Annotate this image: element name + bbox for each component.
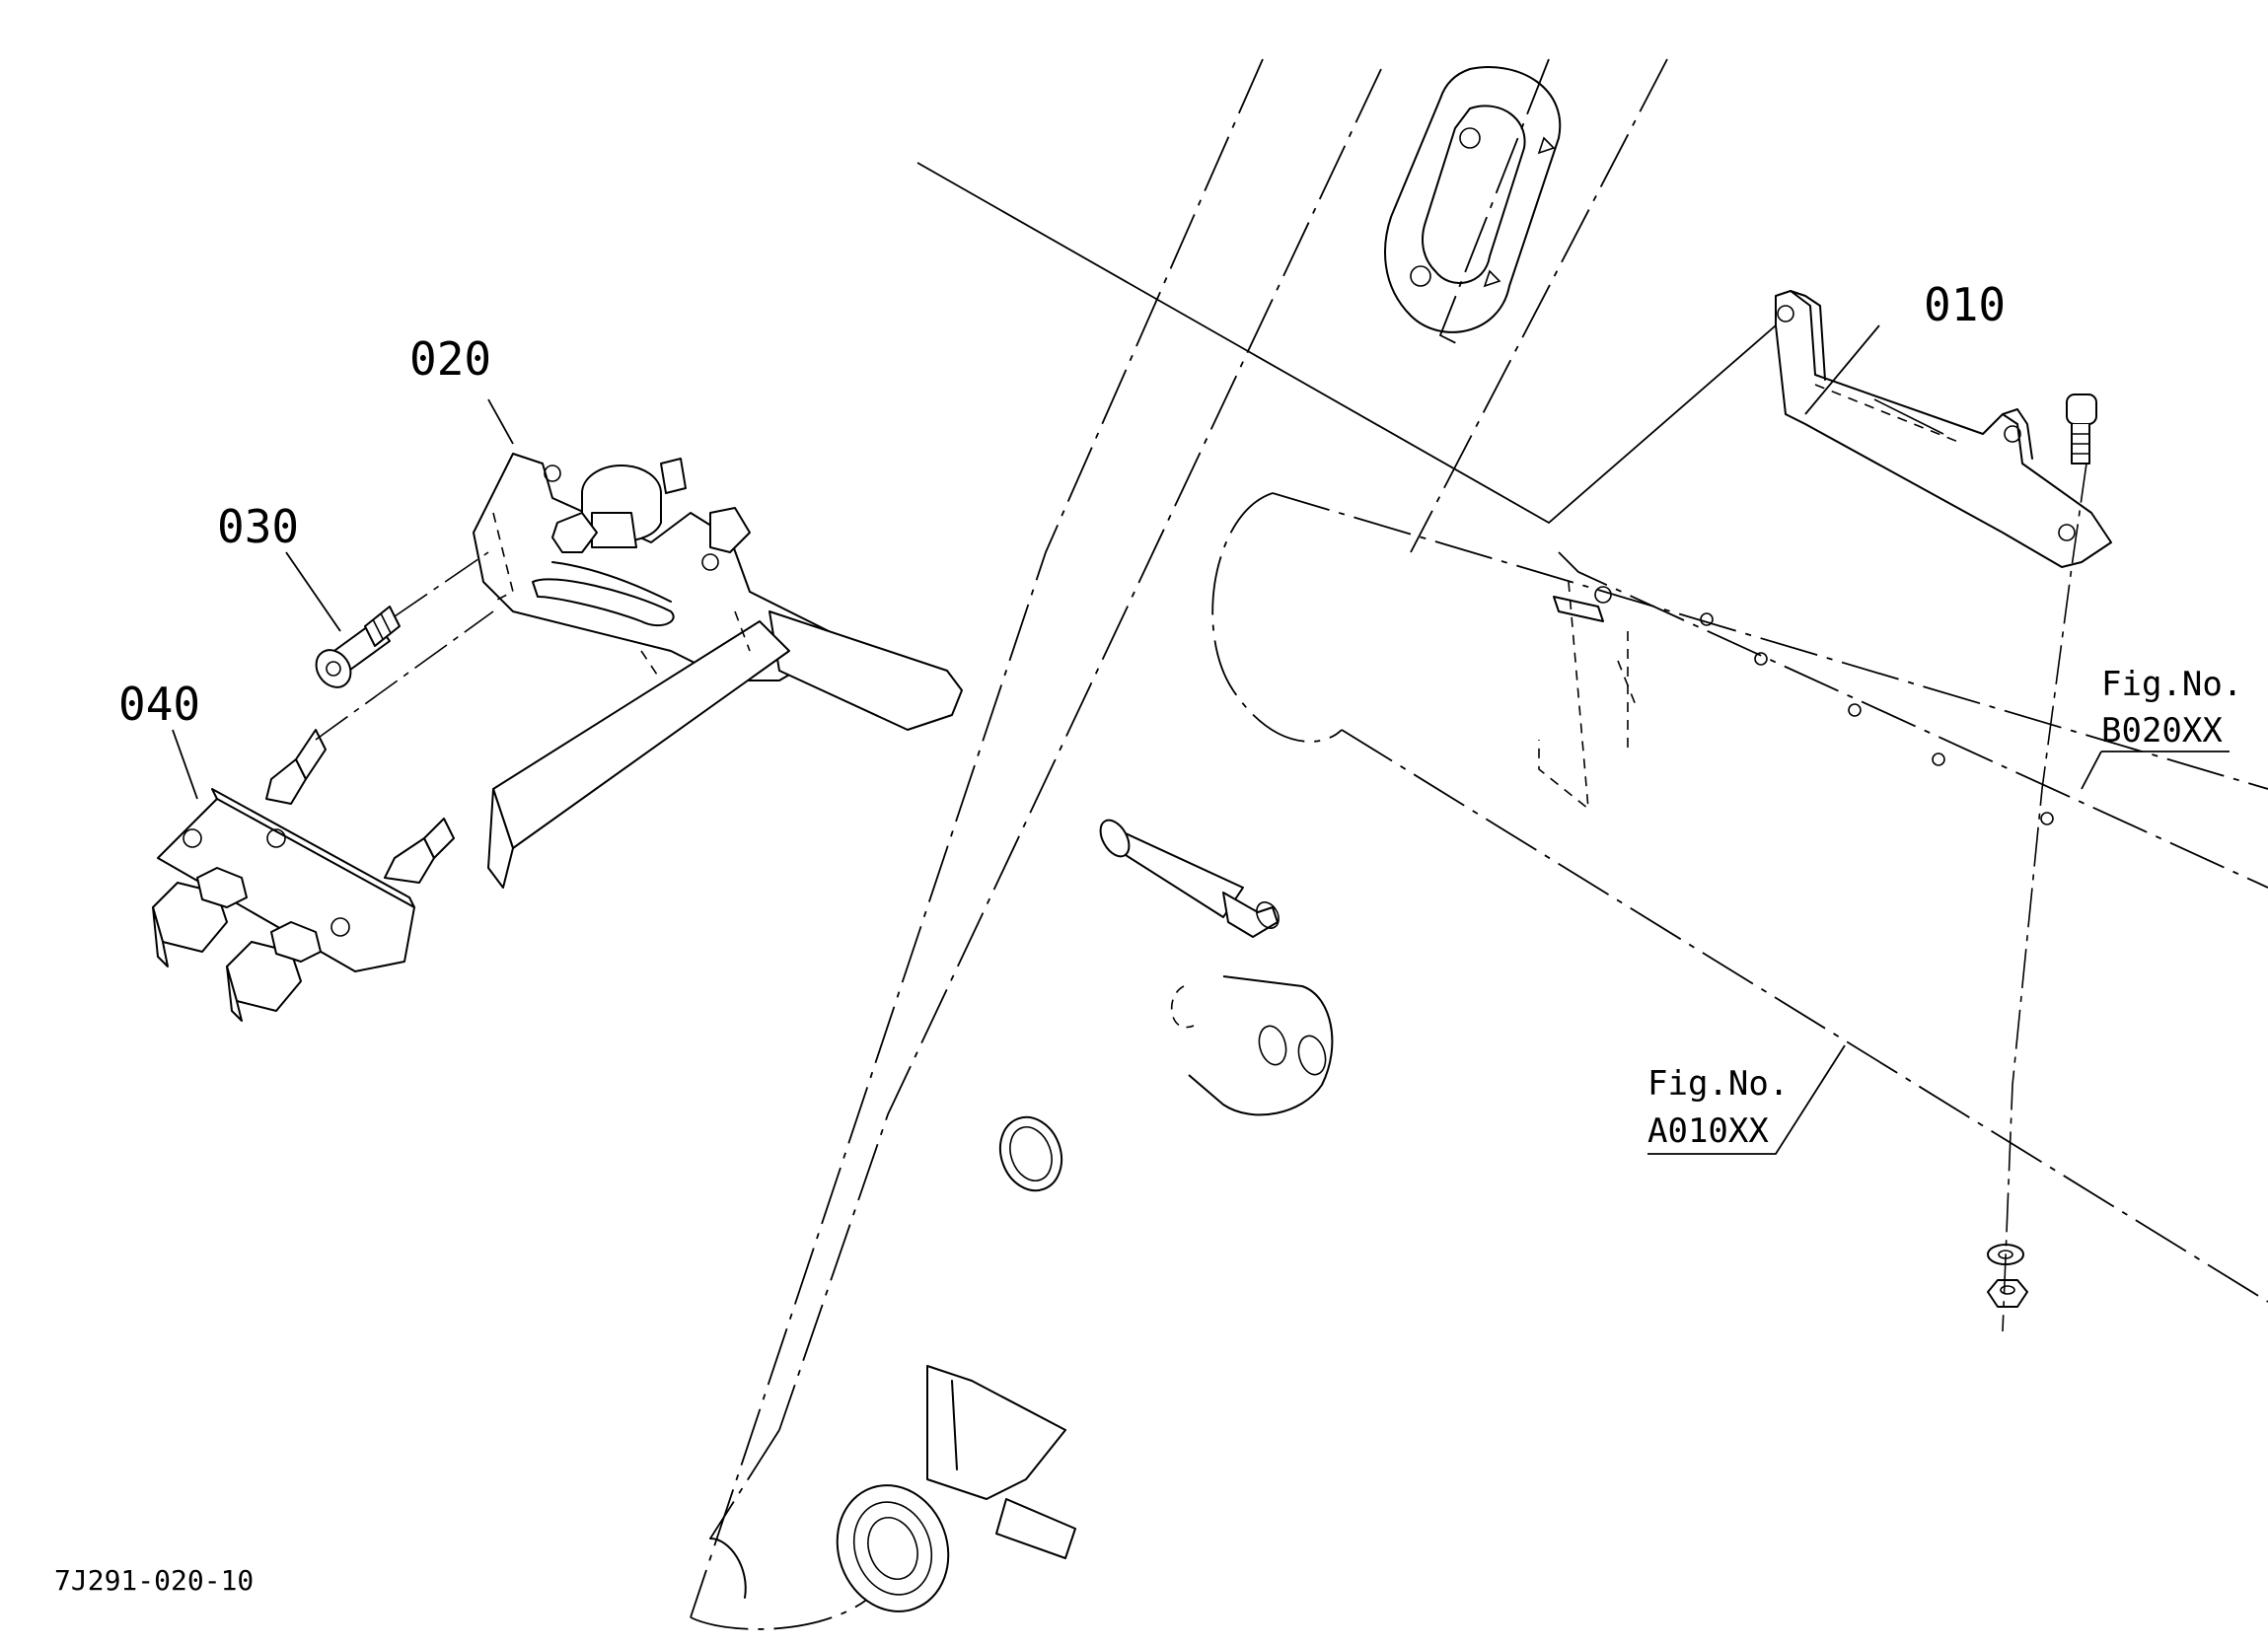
fig-ref-b-line1: Fig.No. bbox=[2101, 665, 2242, 704]
callout-040: 040 bbox=[118, 678, 200, 731]
assembly-line-010 bbox=[2002, 463, 2087, 1332]
callout-020: 020 bbox=[409, 332, 491, 386]
washer-and-nut bbox=[1987, 1244, 2028, 1308]
main-tube bbox=[1211, 492, 2268, 1303]
pin-bushing-lug bbox=[998, 819, 1334, 1192]
assembly-line-030 bbox=[394, 551, 489, 617]
cap-screw-part-030 bbox=[315, 606, 401, 688]
callout-010: 010 bbox=[1924, 278, 2006, 331]
assembly-line-040 bbox=[315, 610, 494, 741]
assembly-trace-bracket bbox=[916, 162, 1777, 525]
fig-ref-a010xx: Fig.No. A010XX bbox=[1647, 1044, 1846, 1155]
fig-ref-a-line1: Fig.No. bbox=[1647, 1064, 1789, 1104]
bracket-part-010 bbox=[1775, 290, 2112, 568]
lower-pivot bbox=[709, 1365, 1076, 1612]
drawing-code: 7J291-020-10 bbox=[54, 1564, 254, 1597]
leader-020 bbox=[487, 398, 514, 445]
leader-030 bbox=[285, 551, 341, 632]
leader-010 bbox=[1804, 324, 1880, 415]
fig-ref-b020xx: Fig.No. B020XX bbox=[2081, 665, 2242, 790]
fig-ref-b-line2: B020XX bbox=[2101, 711, 2223, 751]
boom-frame-phantom bbox=[690, 58, 1668, 1630]
leader-040 bbox=[172, 729, 198, 800]
bolt-above-bracket bbox=[2066, 394, 2097, 465]
latch-part-020 bbox=[473, 453, 963, 889]
oval-cover-plate bbox=[1384, 66, 1562, 333]
callout-030: 030 bbox=[217, 500, 299, 553]
valve-block-part-040 bbox=[152, 729, 455, 1022]
fig-ref-a-line2: A010XX bbox=[1647, 1111, 1769, 1151]
